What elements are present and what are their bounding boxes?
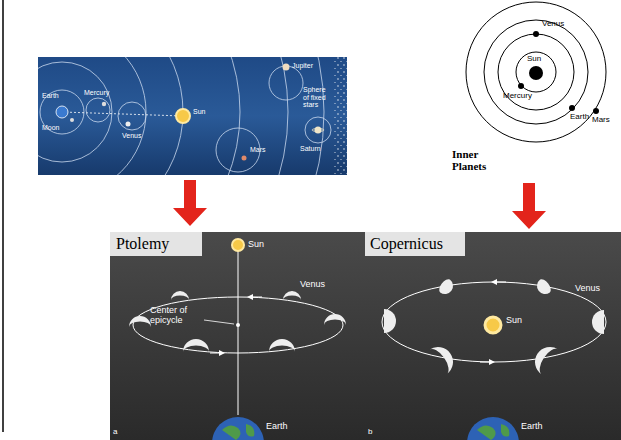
epicycle-label: Center of epicycle (150, 306, 206, 326)
sun-label: Sun (248, 240, 264, 250)
planet-label: Mercury (84, 89, 109, 97)
sun-label: Sun (506, 316, 522, 326)
planet-label: Saturn (300, 145, 321, 153)
moon-label: Moon (42, 124, 60, 132)
panel-letter: a (113, 428, 117, 437)
planet-label: Mercury (503, 92, 532, 101)
planet-label: Mars (250, 146, 266, 154)
earth-label: Earth (266, 422, 288, 432)
sun-label: Sun (527, 55, 541, 64)
figure-caption: Inner Planets (452, 148, 504, 172)
planet-label: Jupiter (292, 62, 313, 70)
venus-label: Venus (575, 284, 600, 294)
panel-letter: b (368, 428, 372, 437)
venus-label: Venus (300, 280, 325, 290)
planet-label: Earth (570, 113, 589, 122)
planet-label: Mars (592, 116, 610, 125)
planet-label: Earth (42, 92, 59, 100)
panel-title: Ptolemy (116, 235, 169, 253)
sun-label: Sun (193, 108, 205, 116)
planet-label: Venus (542, 20, 564, 29)
panel-title: Copernicus (370, 235, 443, 253)
earth-label: Earth (521, 422, 543, 432)
planet-label: Venus (122, 132, 141, 140)
sphere-label: Sphere of fixed stars (303, 86, 333, 109)
